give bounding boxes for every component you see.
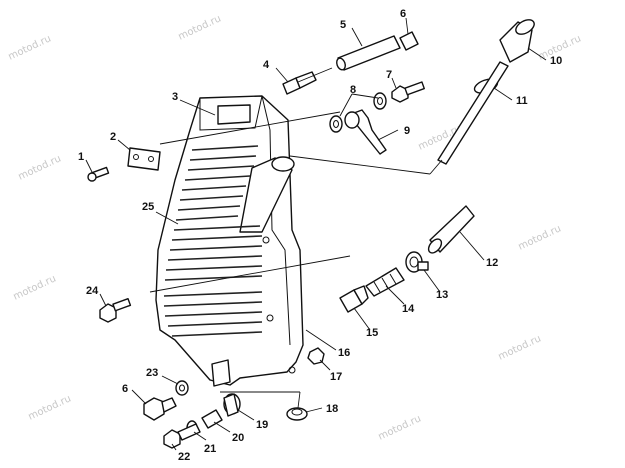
mount-hole [288, 366, 296, 374]
callout-12: 12 [486, 257, 498, 269]
leader-lines [85, 17, 547, 451]
callout-20: 20 [232, 432, 244, 444]
part-spacer-20 [201, 409, 223, 429]
callout-2: 2 [110, 131, 116, 143]
part-clamp-13 [405, 251, 429, 273]
callout-16: 16 [338, 347, 350, 359]
callout-8: 8 [350, 84, 356, 96]
callout-24: 24 [86, 285, 99, 297]
filler-neck [239, 157, 293, 233]
callout-6: 6 [400, 8, 406, 20]
part-bolt-22 [163, 423, 201, 449]
part-fitting-15 [339, 285, 369, 313]
callout-17: 17 [330, 371, 342, 383]
filler-neck-opening [271, 156, 295, 172]
part-bolt-24 [99, 298, 132, 323]
callout-9: 9 [404, 125, 410, 137]
part-dipstick-cap-10 [499, 19, 535, 63]
watermark-text: motod.ru [7, 33, 53, 62]
part-fitting-6-top [399, 31, 419, 51]
oil-tank [155, 95, 304, 387]
part-fitting-19 [223, 393, 241, 417]
callout-1: 1 [78, 151, 84, 163]
drain-boss [211, 359, 231, 387]
callout-labels: 1 2 3 4 5 6 7 8 9 10 11 12 13 14 15 16 1… [78, 8, 562, 463]
callout-3: 3 [172, 91, 178, 103]
part-washer-23 [175, 380, 189, 396]
watermark-text: motod.ru [497, 333, 543, 362]
callout-23: 23 [146, 367, 158, 379]
watermark-text: motod.ru [177, 13, 223, 42]
callout-22: 22 [178, 451, 190, 463]
callout-18: 18 [326, 403, 338, 415]
callout-10: 10 [550, 55, 562, 67]
callout-5: 5 [340, 19, 346, 31]
watermark-text: motod.ru [17, 153, 63, 182]
mount-hole [262, 236, 270, 244]
part-bolt-6-lower [143, 397, 177, 421]
callout-21: 21 [204, 443, 216, 455]
watermark-text: motod.ru [27, 393, 73, 422]
watermark-text: motod.ru [377, 413, 423, 442]
part-fitting-14 [365, 267, 405, 297]
part-fitting-4 [282, 71, 317, 95]
callout-4: 4 [263, 59, 270, 71]
callout-6-lower: 6 [122, 383, 128, 395]
watermark-text: motod.ru [517, 223, 563, 252]
part-grommet-18 [286, 407, 308, 421]
callout-11: 11 [516, 95, 528, 107]
part-bolt-7 [391, 81, 425, 103]
mount-hole [266, 314, 274, 322]
part-hose-5 [337, 35, 401, 71]
tank-top-bracket [217, 104, 251, 125]
part-bracket-plate-2 [127, 147, 161, 171]
dipstick-rod [437, 61, 509, 165]
callout-25: 25 [142, 201, 154, 213]
watermark-text: motod.ru [12, 273, 58, 302]
part-screw-1 [87, 166, 110, 182]
part-washer-8a [329, 115, 343, 133]
callout-13: 13 [436, 289, 448, 301]
tank-ribs-upper [164, 145, 263, 281]
callout-19: 19 [256, 419, 268, 431]
callout-14: 14 [402, 303, 415, 315]
part-washer-8b [373, 92, 387, 110]
callout-15: 15 [366, 327, 378, 339]
callout-7: 7 [386, 69, 392, 81]
tank-ribs-lower [163, 291, 263, 337]
